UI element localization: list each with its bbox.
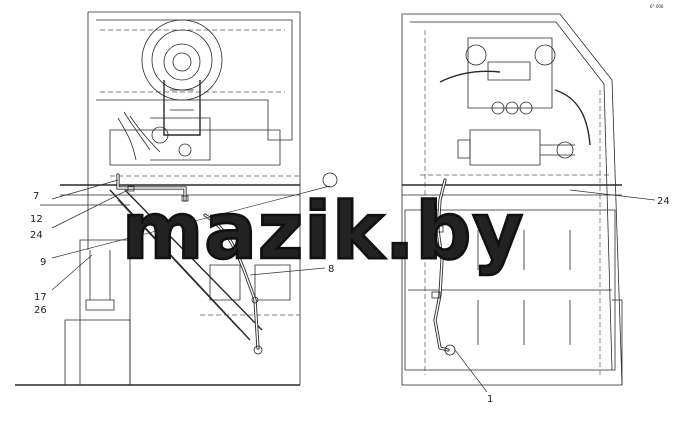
callout-labels: 7 12 24 9 17 26 8 24 1 bbox=[30, 191, 670, 405]
callout-24-left: 24 bbox=[30, 230, 43, 241]
right-view bbox=[401, 13, 623, 386]
callout-17: 17 bbox=[34, 292, 47, 303]
callout-26: 26 bbox=[34, 305, 47, 316]
left-view bbox=[15, 11, 338, 386]
callout-8: 8 bbox=[328, 264, 334, 275]
callout-7: 7 bbox=[33, 191, 39, 202]
callout-9: 9 bbox=[40, 257, 46, 268]
callout-1: 1 bbox=[487, 394, 493, 405]
corner-mark: 6° 006 bbox=[650, 4, 664, 9]
leader-lines bbox=[51, 179, 656, 393]
watermark-text: mazik.by bbox=[122, 187, 524, 277]
callout-12: 12 bbox=[30, 214, 43, 225]
callout-24-right: 24 bbox=[657, 196, 670, 207]
